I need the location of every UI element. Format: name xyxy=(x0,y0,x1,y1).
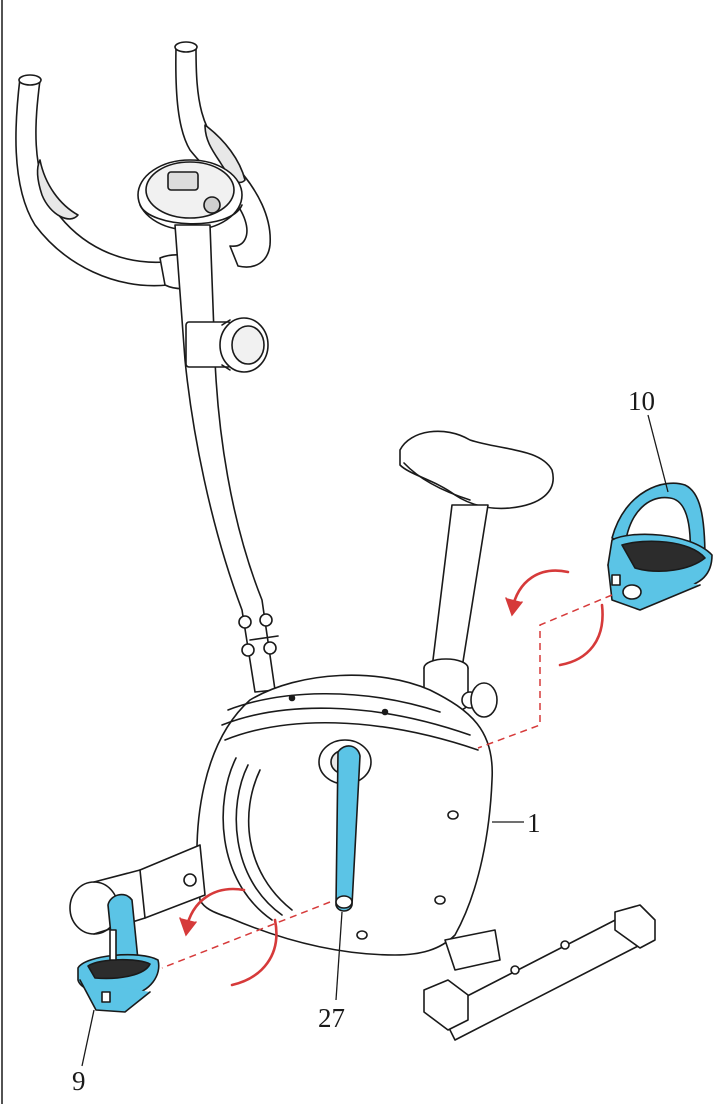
rotation-arrow-icon xyxy=(179,569,604,987)
leader-part-9 xyxy=(81,1009,95,1067)
seat xyxy=(399,430,554,510)
pedal-right xyxy=(607,482,713,611)
pedal-left xyxy=(77,893,160,1013)
tension-knob xyxy=(185,317,269,373)
leader-part-10 xyxy=(647,414,669,493)
front-stabilizer xyxy=(423,904,656,1041)
crank-arm xyxy=(335,745,361,912)
callout-part-27: 27 xyxy=(318,1003,345,1033)
assembly-path-lines xyxy=(161,594,613,969)
dashed-line-right-pedal xyxy=(477,594,613,749)
callout-part-1: 1 xyxy=(527,808,541,838)
handlebar xyxy=(15,41,271,290)
callout-part-10: 10 xyxy=(628,386,655,416)
rotation-arrow-right xyxy=(510,569,604,667)
dashed-line-left-pedal xyxy=(161,901,331,969)
leader-lines xyxy=(81,414,669,1067)
seat-post xyxy=(423,504,498,718)
rear-stabilizer xyxy=(69,844,206,935)
console xyxy=(137,159,243,231)
upright-post xyxy=(174,224,279,693)
callout-part-9: 9 xyxy=(72,1066,86,1096)
leader-part-27 xyxy=(335,911,343,1001)
